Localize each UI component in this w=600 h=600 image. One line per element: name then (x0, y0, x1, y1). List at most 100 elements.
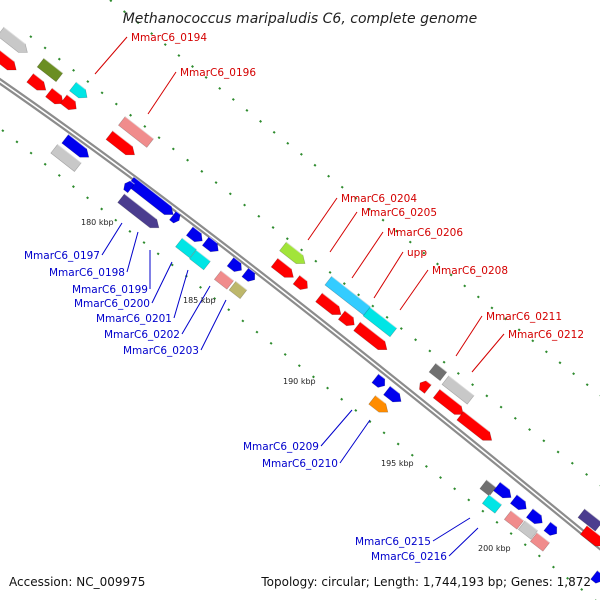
tick-mark (471, 383, 475, 387)
leader-line (373, 251, 404, 299)
tick-mark (385, 315, 389, 319)
tick-mark (523, 543, 527, 547)
tick-mark (342, 282, 346, 286)
tick-mark (72, 68, 76, 72)
leader-line (351, 231, 384, 279)
leader-line (126, 231, 139, 273)
gene-arrow (529, 532, 551, 552)
tick-mark (566, 576, 570, 580)
tick-mark (157, 136, 161, 140)
tick-mark (204, 76, 208, 79)
gene-label: MmarC6_0204 (341, 193, 417, 205)
gene-arrow (169, 210, 181, 224)
kbp-marker: 200 kbp (478, 544, 511, 553)
gene-label: MmarC6_0203 (123, 345, 199, 357)
gene-arrow (590, 570, 600, 584)
tick-mark (200, 169, 204, 173)
tick-mark (228, 192, 232, 196)
leader-line (329, 211, 358, 253)
tick-mark (156, 252, 160, 256)
gene-arrow (543, 521, 558, 536)
gene-arrow (118, 116, 154, 148)
gene-label: MmarC6_0215 (355, 536, 431, 548)
tick-mark (227, 308, 231, 312)
tick-mark (395, 229, 399, 233)
gene-arrow (525, 508, 543, 525)
map-title: Methanococcus maripaludis C6, complete g… (123, 11, 478, 27)
leader-line (173, 269, 189, 319)
gene-arrow (228, 280, 248, 300)
leader-line (147, 71, 177, 115)
gene-label: MmarC6_0212 (508, 329, 584, 341)
tick-mark (285, 237, 289, 241)
tick-mark (257, 214, 261, 218)
tick-mark (1, 129, 5, 133)
leader-line (455, 315, 483, 357)
gene-arrow (353, 321, 388, 351)
gene-arrow (441, 375, 475, 405)
tick-mark (528, 428, 532, 431)
leader-lines (94, 36, 505, 557)
gene-label: MmarC6_0199 (72, 284, 148, 296)
tick-mark (381, 218, 385, 222)
tick-mark (513, 416, 517, 420)
gene-label: MmarC6_0202 (104, 329, 180, 341)
tick-mark (29, 151, 33, 155)
kbp-marker: 195 kbp (381, 459, 414, 468)
gene-label: MmarC6_0210 (262, 458, 338, 470)
tick-mark (109, 0, 113, 3)
tick-mark (509, 532, 513, 535)
tick-mark (199, 285, 202, 289)
gene-arrow (481, 494, 503, 514)
tick-mark (399, 327, 403, 330)
gene-label: MmarC6_0196 (180, 67, 256, 79)
gene-arrow (0, 49, 17, 71)
tick-mark (585, 383, 589, 387)
leader-line (339, 419, 371, 464)
gene-arrow (0, 26, 28, 53)
gene-labels: MmarC6_0194MmarC6_0196MmarC6_0204MmarC6_… (24, 32, 584, 563)
tick-mark (243, 203, 247, 207)
tick-mark (463, 284, 467, 288)
tick-mark (299, 152, 303, 156)
gene-arrow (517, 520, 539, 540)
topology-summary: Topology: circular; Length: 1,744,193 bp… (260, 575, 591, 589)
gene-label: MmarC6_0198 (49, 267, 125, 279)
gene-label: MmarC6_0197 (24, 250, 100, 262)
gene-arrow (189, 249, 211, 271)
tick-mark (218, 87, 222, 90)
tick-mark (283, 353, 287, 356)
tick-mark (558, 361, 562, 365)
tick-mark (396, 442, 400, 446)
gene-arrow (432, 388, 464, 415)
tick-mark (122, 10, 126, 14)
gene-arrow (59, 94, 77, 111)
tick-mark (213, 297, 217, 300)
gene-arrow (50, 144, 82, 172)
tick-mark (86, 80, 90, 84)
gene-arrow (428, 362, 448, 382)
tick-mark (572, 372, 576, 376)
tick-mark (114, 218, 118, 222)
gene-arrow (503, 510, 525, 530)
tick-mark (129, 113, 133, 117)
tick-mark (136, 21, 140, 25)
tick-mark (357, 293, 361, 297)
tick-mark (259, 119, 263, 123)
tick-mark (531, 339, 535, 343)
gene-arrow (241, 267, 256, 282)
tick-mark (490, 306, 494, 310)
gene-arrow (61, 134, 90, 158)
gene-label: MmarC6_0206 (387, 227, 463, 239)
genome-backbone (0, 77, 600, 551)
leader-line (307, 197, 338, 241)
gene-arrow (368, 395, 389, 413)
gene-arrow (456, 410, 493, 441)
gene-arrow (185, 226, 203, 243)
leader-line (432, 517, 471, 542)
leader-line (471, 333, 505, 373)
gene-arrow (26, 73, 47, 91)
tick-mark (170, 263, 174, 267)
tick-mark (327, 174, 331, 178)
